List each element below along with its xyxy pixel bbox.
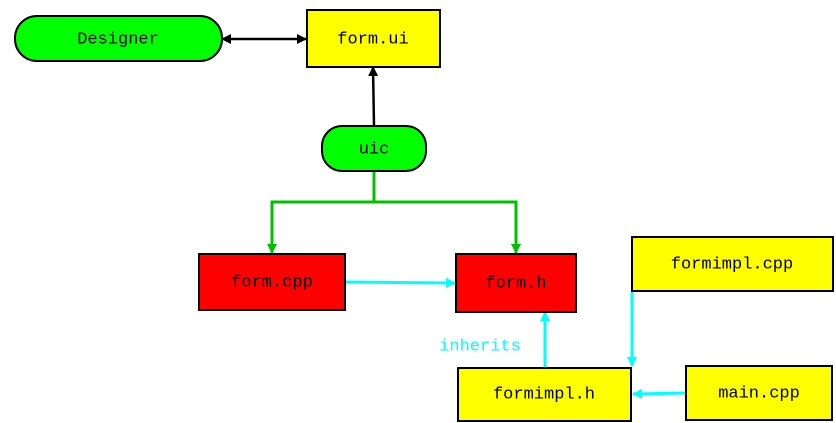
designer-node[interactable]: Designer <box>14 15 223 62</box>
formimpl-h-node-shape <box>457 367 632 422</box>
main-cpp-node-label: main.cpp <box>718 384 800 403</box>
form-h-node-shape <box>455 253 577 313</box>
formimpl-cpp-node-label: formimpl.cpp <box>671 255 793 274</box>
inherits-edge-label: inherits <box>439 337 521 356</box>
form-cpp-node[interactable]: form.cpp <box>198 253 346 311</box>
form-ui-node[interactable]: form.ui <box>306 9 441 68</box>
nodes: Designer form.ui uic form.cpp form.h for… <box>14 9 834 422</box>
main-cpp-node[interactable]: main.cpp <box>685 365 833 421</box>
form-h-node-label: form.h <box>485 274 546 293</box>
designer-node-shape <box>14 15 223 62</box>
formimpl-h-node[interactable]: formimpl.h <box>457 367 632 422</box>
form-ui-node-label: form.ui <box>337 30 408 49</box>
formimpl-cpp-node-shape <box>631 236 834 292</box>
designer-node-label: Designer <box>77 30 159 49</box>
edge-main-cpp-formimpl-h <box>632 388 686 399</box>
uic-node[interactable]: uic <box>321 125 427 172</box>
formimpl-h-node-label: formimpl.h <box>493 385 595 404</box>
uic-node-label: uic <box>359 140 390 159</box>
form-ui-node-shape <box>306 9 441 68</box>
formimpl-cpp-node[interactable]: formimpl.cpp <box>631 236 834 292</box>
form-cpp-node-label: form.cpp <box>231 273 313 292</box>
edge-uic-form-h <box>372 171 521 254</box>
uic-node-shape <box>321 125 427 172</box>
edge-uic-form-ui <box>368 66 379 127</box>
form-cpp-node-shape <box>198 253 346 311</box>
edges: inherits <box>221 34 686 399</box>
form-h-node[interactable]: form.h <box>455 253 577 313</box>
edge-uic-form-cpp <box>267 171 376 254</box>
main-cpp-node-shape <box>685 365 833 421</box>
edge-form-cpp-form-h <box>344 277 456 288</box>
